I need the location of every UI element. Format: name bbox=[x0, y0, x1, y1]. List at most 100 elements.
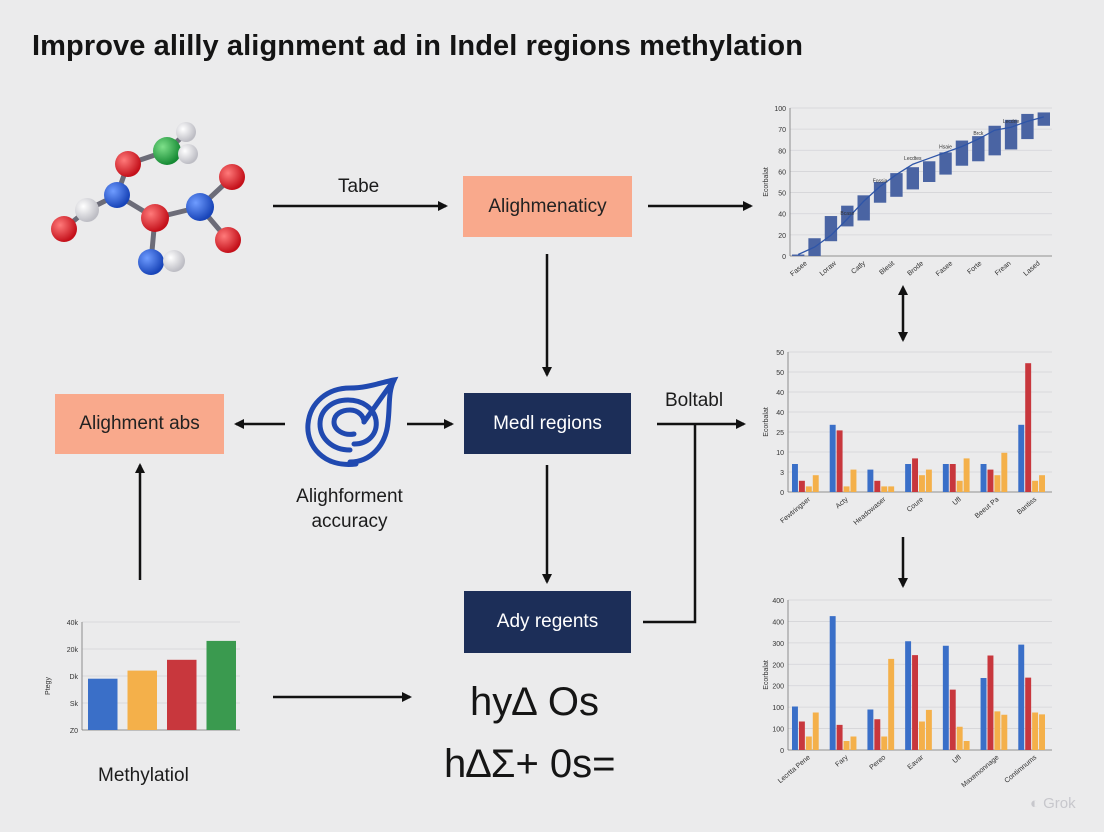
node-medl-regions-label: Medl regions bbox=[493, 412, 602, 434]
point-annotation: Fossia bbox=[873, 178, 888, 184]
x-tick-label: Ufl bbox=[952, 496, 963, 507]
bar bbox=[905, 464, 912, 492]
y-tick-label: 400 bbox=[772, 598, 784, 605]
y-tick-label: 20 bbox=[778, 233, 786, 240]
bar bbox=[956, 480, 963, 492]
bar bbox=[912, 655, 918, 750]
node-alignment-abs-label: Alighment abs bbox=[79, 413, 200, 434]
x-tick-label: Beeut Pa bbox=[974, 496, 1001, 520]
x-tick-label: Fasee bbox=[935, 260, 954, 278]
diagram-title: Improve alilly alignment ad in Indel reg… bbox=[32, 30, 804, 62]
point-annotation: Lecdtes bbox=[904, 156, 922, 162]
step-bar bbox=[939, 152, 952, 175]
y-tick-label: 100 bbox=[772, 727, 784, 734]
bar bbox=[792, 706, 798, 750]
y-tick-label: 40 bbox=[776, 390, 784, 397]
bar bbox=[798, 480, 805, 492]
node-ady-regents-label: Ady regents bbox=[496, 611, 599, 632]
bar bbox=[994, 475, 1001, 492]
x-tick-label: Headowaser bbox=[853, 496, 888, 527]
x-tick-label: Catly bbox=[850, 260, 867, 276]
y-axis-label: Ecorbalat bbox=[763, 660, 770, 690]
bar bbox=[980, 464, 987, 492]
bar bbox=[805, 736, 812, 750]
bar bbox=[994, 711, 1001, 750]
chart-step-top-right: 1007080605040200EcorbalatBcaseFossiaLecd… bbox=[763, 106, 1052, 278]
bar bbox=[843, 741, 850, 750]
y-tick-label: 0 bbox=[780, 490, 784, 497]
bar bbox=[836, 430, 843, 492]
step-bar bbox=[857, 195, 870, 221]
bar bbox=[867, 709, 874, 750]
bar bbox=[805, 486, 812, 492]
bar bbox=[963, 458, 970, 492]
watermark-icon: ◐ bbox=[1030, 795, 1040, 812]
bar bbox=[987, 655, 994, 750]
x-tick-label: Blesit bbox=[878, 260, 896, 276]
y-tick-label: 300 bbox=[772, 641, 784, 648]
y-tick-label: 400 bbox=[772, 619, 784, 626]
y-tick-label: 3 bbox=[780, 470, 784, 477]
watermark: ◐ Grok bbox=[1030, 795, 1076, 812]
bar bbox=[1032, 712, 1039, 750]
bar bbox=[980, 678, 987, 750]
y-tick-label: 50 bbox=[778, 191, 786, 198]
step-bar bbox=[890, 173, 903, 197]
step-bar bbox=[955, 140, 969, 166]
y-axis-label: Ecorbalat bbox=[763, 167, 770, 197]
step-bar bbox=[824, 216, 838, 242]
bar bbox=[798, 721, 805, 750]
bar bbox=[1025, 363, 1032, 492]
bar bbox=[874, 719, 881, 750]
bar bbox=[1025, 677, 1032, 750]
bar bbox=[881, 736, 888, 750]
bar bbox=[949, 689, 956, 750]
y-axis-label: Ptegy bbox=[45, 677, 52, 695]
y-tick-label: Z0 bbox=[70, 728, 78, 735]
molecule-icon bbox=[51, 122, 245, 275]
y-tick-label: 0 bbox=[780, 748, 784, 755]
bar bbox=[850, 736, 857, 750]
bar bbox=[888, 486, 895, 492]
bar bbox=[949, 464, 956, 492]
watermark-text: Grok bbox=[1043, 795, 1076, 812]
x-tick-label: Eavar bbox=[907, 754, 926, 772]
spiral-caption-line1: Alighforment bbox=[296, 486, 403, 507]
bar bbox=[919, 721, 925, 750]
bar bbox=[1001, 452, 1008, 492]
y-tick-label: 50 bbox=[776, 350, 784, 357]
y-tick-label: 25 bbox=[776, 430, 784, 437]
bar bbox=[836, 724, 843, 750]
bar bbox=[881, 486, 888, 492]
step-bar bbox=[1037, 112, 1050, 126]
step-bar bbox=[1021, 113, 1034, 140]
spiral-caption-line2: accuracy bbox=[311, 511, 388, 532]
bar bbox=[1001, 714, 1008, 750]
x-tick-label: Lecrtta Pene bbox=[777, 754, 812, 785]
bar bbox=[1032, 480, 1039, 492]
x-tick-label: Contimnums bbox=[1004, 754, 1039, 785]
formula-line-2: h∆Σ+ 0s= bbox=[444, 742, 616, 786]
formula-line-1: hy∆ Os bbox=[470, 680, 599, 724]
x-tick-label: Forte bbox=[966, 260, 983, 276]
bar bbox=[987, 469, 994, 492]
y-tick-label: 80 bbox=[778, 148, 786, 155]
x-tick-label: Ufl bbox=[952, 754, 963, 765]
bar bbox=[829, 616, 836, 750]
node-alignmenatcy: Alighmenaticy bbox=[463, 176, 632, 237]
x-tick-label: Brode bbox=[906, 260, 925, 277]
spiral-target-icon bbox=[305, 376, 399, 467]
y-axis-label: Ecorbalat bbox=[763, 407, 770, 437]
bar bbox=[942, 464, 949, 492]
bar bbox=[888, 658, 895, 750]
bar bbox=[925, 469, 932, 492]
bar bbox=[905, 641, 912, 750]
y-tick-label: 40 bbox=[778, 212, 786, 219]
y-tick-label: 60 bbox=[778, 169, 786, 176]
x-tick-label: Acty bbox=[835, 496, 850, 510]
bar bbox=[167, 659, 197, 730]
node-ady-regents: Ady regents bbox=[464, 591, 631, 653]
bar bbox=[1039, 475, 1045, 492]
